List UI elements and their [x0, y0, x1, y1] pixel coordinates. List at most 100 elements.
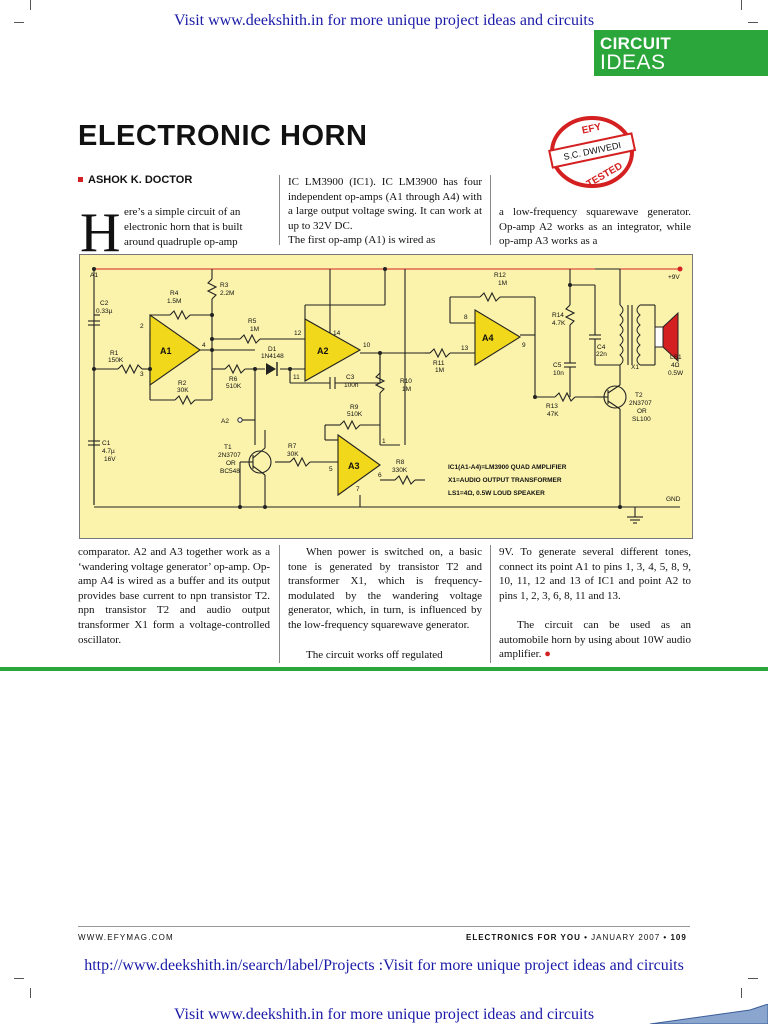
note-x1: X1=AUDIO OUTPUT TRANSFORMER — [448, 477, 562, 484]
pin-label: 7 — [356, 486, 360, 493]
efy-tested-stamp: S.C. DWIVEDI EFY TESTED — [548, 116, 637, 190]
pin-label: 14 — [333, 330, 341, 337]
label-r2-value: 30K — [177, 387, 189, 394]
author-name: ASHOK K. DOCTOR — [88, 174, 193, 186]
label-c3: C3 — [346, 374, 355, 381]
label-a1: A1 — [90, 272, 98, 279]
label-r1-value: 150K — [108, 357, 124, 364]
label-c4: C4 — [597, 344, 606, 351]
label-d1-value: 1N4148 — [261, 353, 284, 360]
crop-mark — [30, 988, 31, 998]
label-r4: R4 — [170, 290, 179, 297]
pin-label: 10 — [363, 342, 371, 349]
speaker-symbol — [654, 326, 664, 348]
diode-d1-symbol — [266, 363, 276, 375]
bottom-banner-link[interactable]: Visit www.deekshith.in for more unique p… — [173, 1006, 595, 1023]
drop-cap: H — [80, 202, 121, 264]
pin-label: 2 — [140, 323, 144, 330]
projects-link[interactable]: http://www.deekshith.in/search/label/Pro… — [84, 957, 684, 974]
label-c5: C5 — [553, 362, 562, 369]
label-r13: R13 — [546, 403, 558, 410]
label-t2-value1: 2N3707 — [629, 400, 652, 407]
label-r8-value: 330K — [392, 467, 408, 474]
column-rule — [279, 545, 280, 663]
label-r11: R11 — [433, 360, 445, 367]
pin-label: 6 — [378, 472, 382, 479]
note-ls1: LS1=4Ω, 0.5W LOUD SPEAKER — [448, 490, 545, 497]
pin-label: 8 — [464, 314, 468, 321]
crop-mark — [741, 988, 742, 998]
body-col3-text-b-content: The circuit can be used as an automobile… — [499, 619, 691, 661]
label-r3: R3 — [220, 282, 229, 289]
label-r8: R8 — [396, 459, 405, 466]
label-r9-value: 510K — [347, 411, 363, 418]
label-c5-value: 10n — [553, 370, 564, 377]
top-banner-link[interactable]: Visit www.deekshith.in for more unique p… — [173, 12, 595, 29]
bullet-icon — [78, 177, 83, 182]
body-col2-text-b: The circuit works off regulated — [306, 649, 443, 661]
label-t2-value3: SL100 — [632, 416, 651, 423]
pin-label: 1 — [382, 438, 386, 445]
label-c2: C2 — [100, 300, 109, 307]
label-r2: R2 — [178, 380, 187, 387]
label-r9: R9 — [350, 404, 359, 411]
footer-date: JANUARY 2007 — [591, 933, 661, 942]
pin-label: 5 — [329, 466, 333, 473]
opamp-a1-symbol — [149, 313, 201, 387]
section-divider — [0, 667, 768, 671]
footer-page-number: 109 — [670, 933, 687, 942]
opamp-a4-symbol — [474, 309, 522, 366]
label-r12: R12 — [494, 272, 506, 279]
label-r12-value: 1M — [498, 280, 507, 287]
footer-magazine: ELECTRONICS FOR YOU • JANUARY 2007 • 109 — [466, 933, 687, 942]
opamp-a1-label: A1 — [160, 346, 172, 356]
label-r3-value: 2.2M — [220, 290, 234, 297]
body-col1-text: comparator. A2 and A3 together work as a… — [78, 546, 270, 646]
column-rule — [490, 545, 491, 663]
label-c3-value: 100n — [344, 382, 359, 389]
label-t2: T2 — [635, 392, 643, 399]
label-r6-value: 510K — [226, 383, 242, 390]
label-r14-value: 4.7K — [552, 320, 566, 327]
footer-website: WWW.EFYMAG.COM — [78, 933, 174, 942]
label-r1: R1 — [110, 350, 119, 357]
intro-col1-line: around quadruple op-amp — [124, 236, 238, 248]
crop-mark — [748, 978, 758, 979]
label-9v: +9V — [668, 274, 680, 281]
section-tag-line1: CIRCUIT — [600, 34, 672, 53]
crop-mark — [30, 0, 31, 10]
column-rule — [279, 175, 280, 245]
body-col2-text-a: When power is switched on, a basic tone … — [288, 546, 482, 631]
label-r5-value: 1M — [250, 326, 259, 333]
crop-mark — [748, 22, 758, 23]
label-r4-value: 1.5M — [167, 298, 181, 305]
intro-col1-line: ere’s a simple circuit of an — [124, 206, 241, 218]
author-byline: ASHOK K. DOCTOR — [78, 174, 192, 186]
pin-label: 11 — [293, 374, 300, 381]
column-rule — [490, 175, 491, 245]
label-d1: D1 — [268, 346, 277, 353]
label-ls1-value2: 0.5W — [668, 370, 684, 377]
label-r7-value: 30K — [287, 451, 299, 458]
label-c1: C1 — [102, 440, 111, 447]
label-r11-value: 1M — [435, 367, 444, 374]
label-t1: T1 — [224, 444, 232, 451]
footer-magazine-name: ELECTRONICS FOR YOU — [466, 933, 581, 942]
label-t1-value1: 2N3707 — [218, 452, 241, 459]
end-mark-icon: ● — [544, 648, 551, 661]
crop-mark — [14, 22, 24, 23]
label-r10-value: 1M — [402, 386, 411, 393]
note-ic1: IC1(A1-A4)=LM3900 QUAD AMPLIFIER — [448, 464, 567, 471]
body-col3-text-b: The circuit can be used as an automobile… — [499, 618, 691, 662]
opamp-a3-symbol — [337, 433, 381, 497]
label-r13-value: 47K — [547, 411, 559, 418]
label-c4-value: 22n — [596, 351, 607, 358]
label-c1-value1: 4.7µ — [102, 448, 115, 455]
label-t1-value2: OR — [226, 460, 236, 467]
label-ls1: LS1 — [670, 354, 682, 361]
intro-col2-text: IC LM3900 (IC1). IC LM3900 has four inde… — [288, 176, 482, 247]
label-r7: R7 — [288, 443, 297, 450]
circuit-diagram: A1 C2 0.33µ R4 1.5M R3 2.2M R5 1M D1 1N4… — [79, 254, 693, 539]
crop-mark — [14, 978, 24, 979]
label-gnd: GND — [666, 496, 681, 503]
